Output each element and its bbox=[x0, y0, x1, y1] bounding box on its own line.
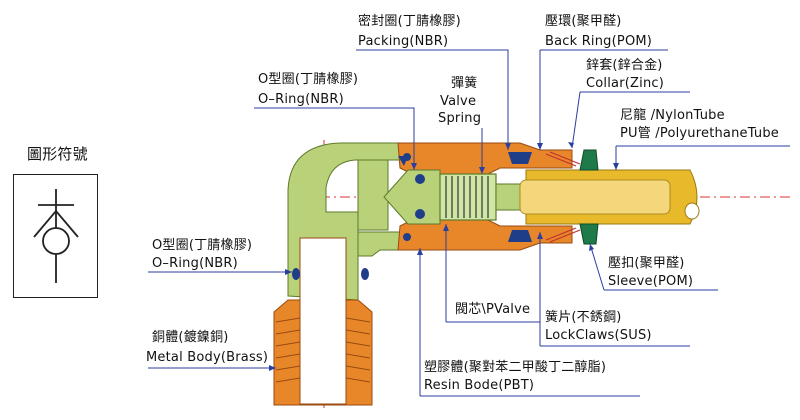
packing-label-cn: 密封圈(丁腈橡膠) bbox=[358, 14, 461, 29]
resin-body-label-cn: 塑膠體(聚對苯二甲酸丁二醇脂) bbox=[424, 360, 607, 375]
tube-label-cn: 尼龍 /NylonTube bbox=[620, 108, 725, 123]
leader-lines bbox=[148, 49, 790, 397]
spring-label-cn: 彈簧 bbox=[451, 76, 478, 91]
metal-body-bore bbox=[299, 237, 347, 405]
oring-left-label-cn: O型圈(丁腈橡膠) bbox=[152, 238, 253, 253]
thread-marks bbox=[275, 317, 371, 383]
tube-bore bbox=[519, 179, 671, 215]
valve-head-shape bbox=[383, 169, 441, 225]
valve-label: 閥芯\PValve bbox=[455, 302, 531, 317]
backring-label-cn: 壓環(聚甲醛) bbox=[545, 14, 622, 29]
claws-label-en: LockClaws(SUS) bbox=[545, 328, 652, 343]
packing-label-en: Packing(NBR) bbox=[358, 34, 449, 49]
tube-end bbox=[684, 202, 700, 220]
oring-top-label-en: O–Ring(NBR) bbox=[258, 92, 344, 107]
sleeve-upper-shape bbox=[579, 149, 599, 171]
backring-label-en: Back Ring(POM) bbox=[545, 34, 653, 49]
resin-neck-shape bbox=[357, 159, 389, 231]
oring-left-label-en: O–Ring(NBR) bbox=[152, 256, 238, 271]
sleeve-lower-shape bbox=[579, 223, 599, 245]
metal-body-label-cn: 銅體(鍍鎳銅) bbox=[152, 330, 229, 345]
valve-spring-shape bbox=[439, 173, 497, 221]
collar-label-en: Collar(Zinc) bbox=[586, 76, 665, 91]
packing-seals bbox=[398, 152, 532, 242]
check-valve-symbol-icon bbox=[33, 189, 79, 283]
leader-arrowheads bbox=[269, 142, 619, 371]
tube-label-en: PU管 /PolyurethaneTube bbox=[620, 126, 779, 141]
legend-title: 圖形符號 bbox=[27, 145, 88, 163]
spring-label-en2: Spring bbox=[438, 111, 482, 126]
check-valve-symbol-box bbox=[13, 174, 98, 298]
resin-body-label-en: Resin Bode(PBT) bbox=[424, 378, 535, 393]
o-ring-seals bbox=[292, 153, 425, 280]
sleeve-label-cn: 壓扣(聚甲醛) bbox=[608, 256, 685, 271]
collar-label-cn: 鋅套(鋅合金) bbox=[586, 58, 663, 73]
metal-body-label-en: Metal Body(Brass) bbox=[146, 350, 269, 365]
lock-claws-shape bbox=[545, 151, 581, 243]
oring-top-label-cn: O型圈(丁腈橡膠) bbox=[258, 72, 359, 87]
claws-label-cn: 簧片(不銹鋼) bbox=[545, 310, 622, 325]
spring-label-en1: Valve bbox=[440, 94, 477, 109]
sleeve-label-en: Sleeve(POM) bbox=[608, 274, 694, 289]
